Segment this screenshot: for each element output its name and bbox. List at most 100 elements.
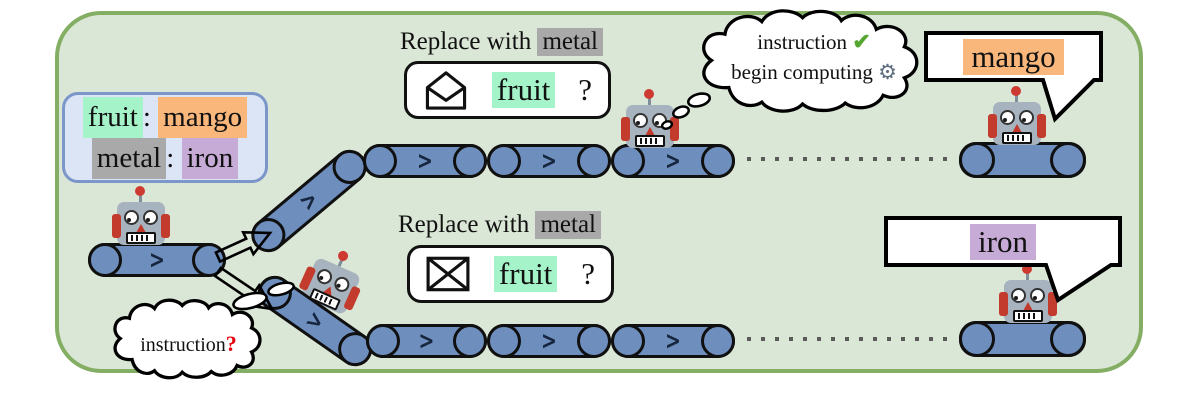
robot-head-output-top xyxy=(988,86,1046,145)
instruction-prefix: Replace with xyxy=(400,28,538,55)
gear-icon: ⚙ xyxy=(878,60,897,84)
robot-pupil xyxy=(146,218,150,222)
conveyor-wheel xyxy=(453,144,487,178)
thought-line-2: begin computing ⚙ xyxy=(700,57,928,87)
robot-nose xyxy=(1012,124,1022,133)
conveyor-wheel xyxy=(959,142,995,178)
robot-ear-left xyxy=(621,117,630,141)
robot-eye-right xyxy=(652,113,667,128)
conveyor-belt: > xyxy=(611,144,735,178)
legend-key-fruit: fruit xyxy=(82,96,143,138)
conveyor-wheel xyxy=(1050,142,1086,178)
robot-head-input xyxy=(112,186,170,245)
robot-nose xyxy=(645,127,655,136)
robot-mouth-grill xyxy=(1007,135,1027,141)
speech-text-iron: iron xyxy=(886,218,1120,265)
belt-direction-chevron: > xyxy=(665,326,681,356)
robot-head-computing xyxy=(621,89,679,148)
conveyor-wheel xyxy=(577,324,611,358)
robot-mouth xyxy=(635,135,665,147)
robot-ear-left xyxy=(999,292,1008,316)
robot-eye-left xyxy=(1000,110,1015,125)
message-token: fruit xyxy=(493,256,558,292)
robot-nose xyxy=(1023,302,1033,311)
thought-text-top: instruction ✔ begin computing ⚙ xyxy=(700,27,928,87)
conveyor-wheel xyxy=(363,144,397,178)
robot-nose xyxy=(136,224,146,233)
conveyor-wheel xyxy=(1050,321,1086,357)
instruction-prefix: Replace with xyxy=(398,211,536,238)
robot-pupil xyxy=(655,121,659,125)
robot-antenna-tip xyxy=(644,89,654,99)
robot-ear-right xyxy=(1037,114,1046,138)
robot-eye-left xyxy=(1011,288,1026,303)
speech-value: iron xyxy=(970,223,1036,260)
legend-value-iron: iron xyxy=(181,137,239,179)
belt-direction-chevron: > xyxy=(417,146,433,176)
thought-word: instruction xyxy=(757,30,853,54)
thought-line: instruction? xyxy=(116,329,261,360)
thought-word: begin computing xyxy=(731,60,879,84)
conveyor-belt: > xyxy=(487,324,611,358)
check-icon: ✔ xyxy=(852,29,871,54)
robot-pupil xyxy=(1022,118,1026,122)
legend-separator: : xyxy=(142,100,159,133)
robot-pupil xyxy=(1033,296,1037,300)
robot-mouth xyxy=(126,232,156,244)
robot-mouth xyxy=(1002,132,1032,144)
robot-eye-right xyxy=(1030,288,1045,303)
thought-word: instruction xyxy=(140,334,226,356)
robot-ear-left xyxy=(988,114,997,138)
conveyor-wheel xyxy=(959,321,995,357)
conveyor-belt-start: > xyxy=(88,243,226,277)
robot-mouth xyxy=(1013,310,1043,322)
robot-antenna-tip xyxy=(1011,86,1021,96)
belt-direction-chevron: > xyxy=(541,326,557,356)
robot-antenna xyxy=(139,193,142,204)
robot-pupil xyxy=(318,275,324,281)
robot-pupil xyxy=(335,283,342,289)
dotted-continuation-bottom xyxy=(747,337,947,341)
robot-eye-left xyxy=(124,210,139,225)
robot-ear-right xyxy=(670,117,679,141)
legend-key-metal: metal xyxy=(91,137,167,179)
conveyor-wheel xyxy=(701,324,735,358)
conveyor-belt: > xyxy=(487,144,611,178)
conveyor-wheel xyxy=(487,144,521,178)
legend-separator: : xyxy=(166,141,182,174)
thought-text-bottom: instruction? xyxy=(116,329,261,360)
robot-mouth-grill xyxy=(131,235,151,241)
robot-ear-left xyxy=(112,214,121,238)
robot-head-output-bottom xyxy=(999,264,1057,323)
conveyor-wheel xyxy=(701,144,735,178)
belt-direction-chevron: > xyxy=(541,146,557,176)
robot-eye-left xyxy=(633,113,648,128)
robot-pupil xyxy=(636,121,640,125)
robot-antenna-tip xyxy=(1022,264,1032,274)
question-mark: ? xyxy=(578,72,592,107)
message-card-top: fruit ? xyxy=(404,61,611,119)
legend-row: fruit: mango xyxy=(82,96,248,138)
message-card-bottom: fruit ? xyxy=(407,245,614,303)
dotted-continuation-top xyxy=(747,157,952,161)
variable-legend: fruit: mango metal: iron xyxy=(62,92,268,183)
robot-pupil xyxy=(1003,118,1007,122)
robot-mouth-grill xyxy=(640,138,660,144)
belt-direction-chevron: > xyxy=(665,146,681,176)
conveyor-belt: > xyxy=(611,324,735,358)
open-envelope-icon xyxy=(425,70,467,110)
belt-direction-chevron: > xyxy=(149,245,165,275)
conveyor-wheel xyxy=(577,144,611,178)
robot-pupil xyxy=(127,218,131,222)
red-question-mark: ? xyxy=(225,331,237,356)
conveyor-wheel xyxy=(487,324,521,358)
robot-antenna-tip xyxy=(135,186,145,196)
instruction-word: metal xyxy=(537,28,603,56)
closed-envelope-icon xyxy=(426,256,470,292)
conveyor-wheel xyxy=(88,243,122,277)
robot-eye-right xyxy=(1019,110,1034,125)
thought-line-1: instruction ✔ xyxy=(700,27,928,57)
conveyor-belt-output-bottom xyxy=(959,321,1086,357)
instruction-label-bottom: Replace with metal xyxy=(398,211,601,239)
